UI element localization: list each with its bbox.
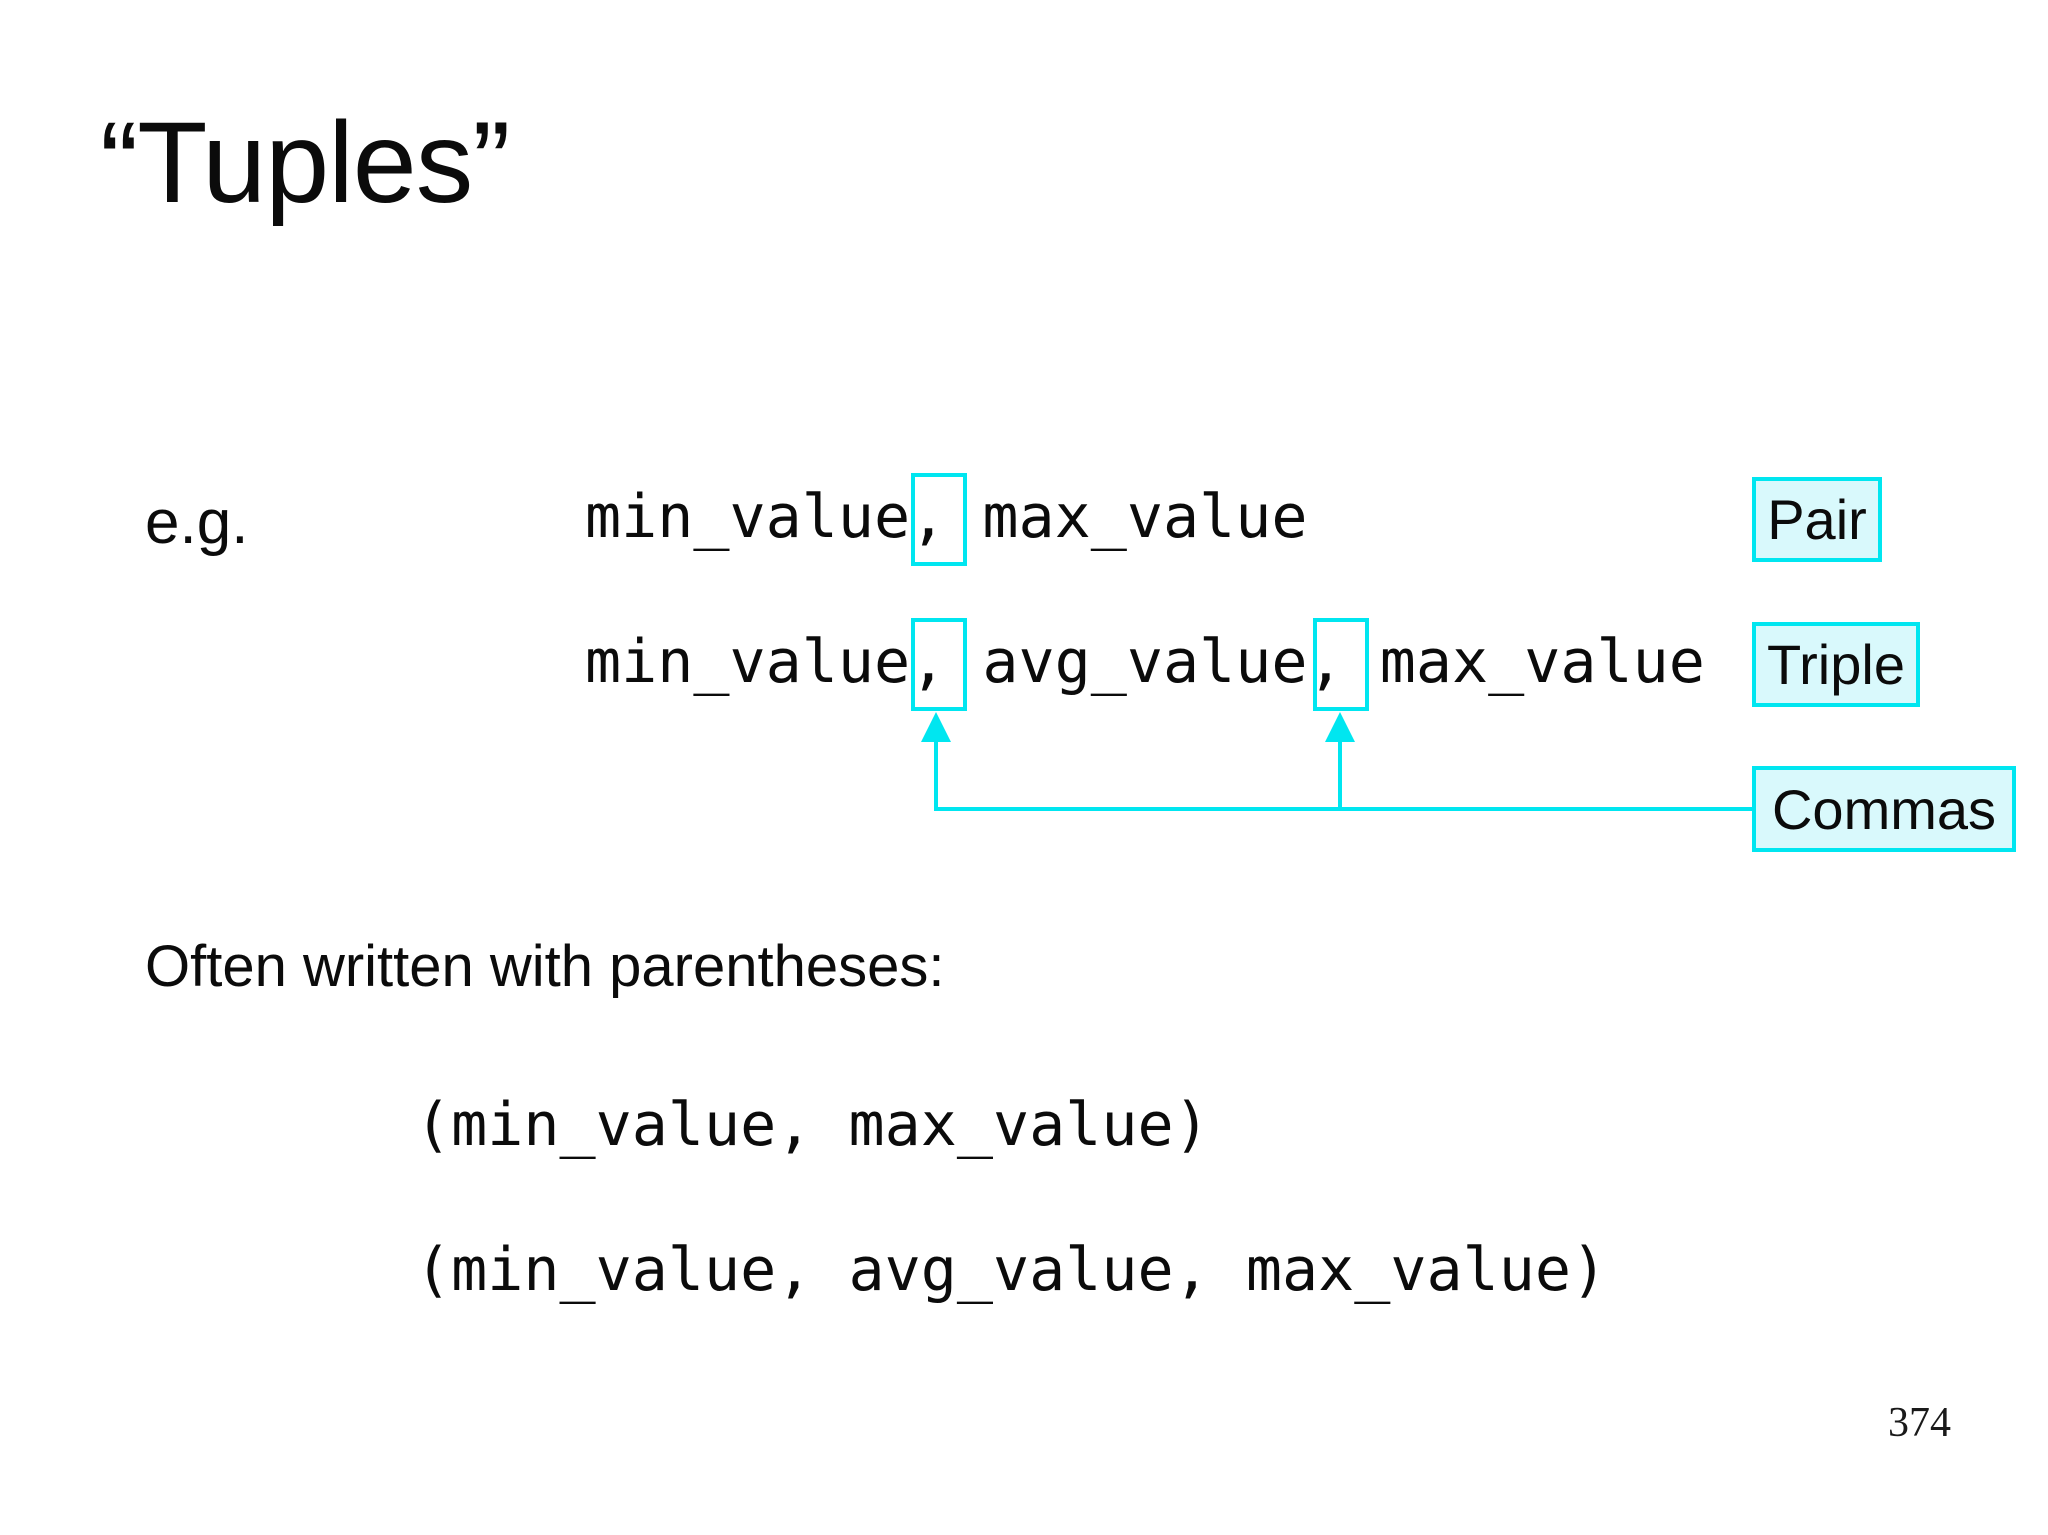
triple-expression: min_value, avg_value, max_value bbox=[585, 627, 1705, 697]
pair-expression: min_value, max_value bbox=[585, 482, 1308, 552]
slide-title: “Tuples” bbox=[100, 99, 510, 227]
arrow-line-2 bbox=[1338, 738, 1342, 811]
commas-label-box: Commas bbox=[1752, 766, 2016, 852]
comma-highlight-box-pair bbox=[911, 473, 967, 566]
page-number: 374 bbox=[1888, 1400, 1951, 1446]
commas-label: Commas bbox=[1771, 777, 1997, 841]
triple-label-box: Triple bbox=[1752, 622, 1920, 707]
comma-highlight-box-triple-1 bbox=[911, 618, 967, 711]
up-arrow-icon-2 bbox=[1325, 712, 1355, 742]
triple-label: Triple bbox=[1767, 633, 1905, 696]
parentheses-heading: Often written with parentheses: bbox=[145, 934, 945, 999]
eg-label: e.g. bbox=[145, 488, 249, 557]
up-arrow-icon-1 bbox=[921, 712, 951, 742]
pair-label-box: Pair bbox=[1752, 477, 1882, 562]
commas-connector-line bbox=[934, 807, 1752, 811]
pair-with-parens: (min_value, max_value) bbox=[415, 1090, 1210, 1160]
comma-highlight-box-triple-2 bbox=[1313, 618, 1369, 711]
pair-label: Pair bbox=[1767, 488, 1867, 551]
triple-with-parens: (min_value, avg_value, max_value) bbox=[415, 1235, 1608, 1305]
arrow-line-1 bbox=[934, 738, 938, 811]
